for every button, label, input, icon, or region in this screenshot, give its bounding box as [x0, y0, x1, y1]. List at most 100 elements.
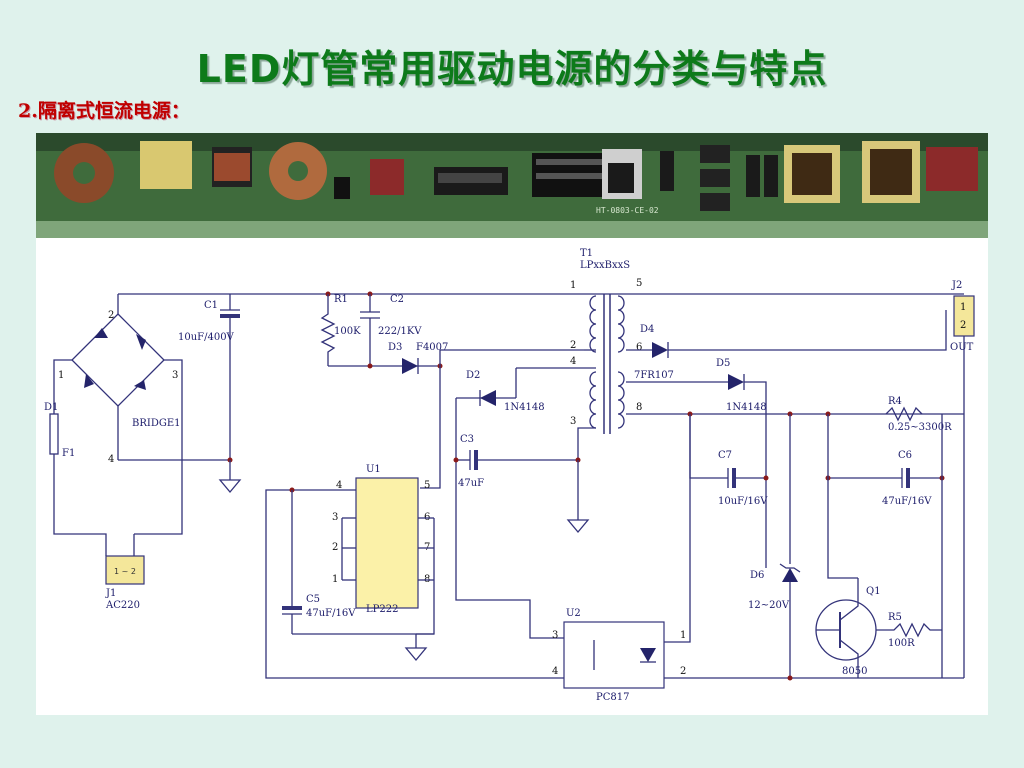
c3-ref: C3 [460, 434, 474, 445]
fuse-ref: D1 [44, 402, 58, 413]
bridge-label: BRIDGE1 [132, 418, 181, 429]
t1-pin-4: 4 [570, 356, 576, 367]
pcb-photo-drawing: HT-0803-CE-02 [36, 133, 988, 238]
capacitor-c1: C1 10uF/400V [178, 294, 240, 460]
output-connector-j2: 1 2 J2 OUT [950, 280, 975, 353]
circuit-schematic-drawing: 2 1 3 4 BRIDGE1 D1 F1 1 ~ 2 J1 AC220 [44, 248, 975, 703]
c2-value: 222/1KV [378, 326, 422, 337]
u2-value: PC817 [596, 692, 629, 703]
diode-d2: D2 1N4148 [456, 370, 545, 413]
u2-pin-2: 2 [680, 666, 686, 677]
resistor-r5: R5 100R [876, 612, 942, 649]
capacitor-c6: C6 47uF/16V [828, 450, 942, 507]
d3-ref: D3 [388, 342, 402, 353]
optocoupler-u2: U2 PC817 3 4 1 2 [552, 608, 686, 703]
fuse: D1 F1 [44, 402, 75, 459]
j2-pin-2: 2 [960, 320, 966, 331]
resistor-r1: R1 100K [320, 291, 361, 366]
capacitor-c2: C2 222/1KV [360, 291, 422, 366]
u1-pin-3: 3 [332, 512, 338, 523]
film-capacitor-1 [370, 159, 404, 195]
bridge-rectifier: 2 1 3 4 BRIDGE1 [58, 294, 181, 465]
u2-pin-4: 4 [552, 666, 558, 677]
t1-pin-5: 5 [636, 278, 642, 289]
bridge-pin-1: 1 [58, 370, 64, 381]
j2-value: OUT [950, 342, 974, 353]
d5-ref: D5 [716, 358, 730, 369]
c7-ref: C7 [718, 450, 732, 461]
c6-ref: C6 [898, 450, 912, 461]
capacitor-c7: C7 10uF/16V [689, 414, 768, 507]
u2-pin-3: 3 [552, 630, 558, 641]
pcb-photo: HT-0803-CE-02 [36, 133, 988, 238]
t1-pin-1: 1 [570, 280, 576, 291]
d2-value: 1N4148 [504, 402, 545, 413]
film-capacitor-2 [926, 147, 978, 191]
c3-value: 47uF [458, 478, 484, 489]
resistor-r4: R4 0.25~3300R [885, 396, 952, 433]
d6-value: 12~20V [748, 600, 790, 611]
c5-value: 47uF/16V [306, 608, 356, 619]
j2-pin-1: 1 [960, 302, 966, 313]
diode-d5: D5 1N4148 [716, 358, 767, 413]
ground-symbol-2 [566, 519, 590, 534]
input-ref: J1 [105, 588, 116, 599]
circuit-schematic: 2 1 3 4 BRIDGE1 D1 F1 1 ~ 2 J1 AC220 [36, 238, 988, 715]
d4-value: 7FR107 [634, 370, 674, 381]
c1-value: 10uF/400V [178, 332, 235, 343]
u1-pin-1: 1 [332, 574, 338, 585]
r1-value: 100K [334, 326, 361, 337]
ground-symbol-3 [404, 647, 428, 662]
ic-u1: U1 LP222 4 3 2 1 5 6 7 8 [332, 464, 430, 615]
bridge-pin-2: 2 [108, 310, 114, 321]
r5-value: 100R [888, 638, 915, 649]
c5-ref: C5 [306, 594, 320, 605]
u2-ref: U2 [566, 608, 581, 619]
transistor-q1: Q1 8050 [815, 578, 881, 678]
diode-d3: D3 F4007 [388, 342, 448, 374]
slide-subtitle: 2.隔离式恒流电源： [18, 100, 190, 122]
t1-pin-3: 3 [570, 416, 576, 427]
slide-title: LED灯管常用驱动电源的分类与特点 [196, 47, 828, 91]
t1-pin-6: 6 [636, 342, 642, 353]
capacitor-c3: C3 47uF [456, 434, 578, 489]
t1-pin-2: 2 [570, 340, 576, 351]
u1-value: LP222 [366, 604, 398, 615]
c6-value: 47uF/16V [882, 496, 932, 507]
t1-ref: T1 [580, 248, 593, 259]
d3-value: F4007 [416, 342, 448, 353]
c2-ref: C2 [390, 294, 404, 305]
d4-ref: D4 [640, 324, 654, 335]
j2-ref: J2 [951, 280, 962, 291]
c7-value: 10uF/16V [718, 496, 768, 507]
t1-value: LPxxBxxS [580, 260, 630, 271]
r5-ref: R5 [888, 612, 902, 623]
r4-ref: R4 [888, 396, 902, 407]
d2-ref: D2 [466, 370, 480, 381]
zener-diode-d6: D6 12~20V [748, 414, 801, 678]
u2-pin-1: 1 [680, 630, 686, 641]
fuse-label: F1 [62, 448, 75, 459]
u1-pin-4: 4 [336, 480, 342, 491]
d6-ref: D6 [750, 570, 764, 581]
d5-value: 1N4148 [726, 402, 767, 413]
r1-ref: R1 [334, 294, 348, 305]
bridge-pin-3: 3 [172, 370, 178, 381]
r4-value: 0.25~3300R [888, 422, 952, 433]
board-marking: HT-0803-CE-02 [596, 206, 659, 215]
u1-ref: U1 [366, 464, 381, 475]
bridge-pin-4: 4 [108, 454, 114, 465]
transformer-t1: T1 LPxxBxxS 1 2 4 3 5 6 8 [570, 248, 642, 434]
input-value: AC220 [105, 600, 140, 611]
u1-pin-2: 2 [332, 542, 338, 553]
x-capacitor [140, 141, 192, 189]
t1-pin-8: 8 [636, 402, 642, 413]
ground-symbol-1 [218, 479, 242, 494]
svg-text:1 ~ 2: 1 ~ 2 [114, 567, 136, 576]
q1-ref: Q1 [866, 586, 881, 597]
u1-pin-5: 5 [424, 480, 430, 491]
capacitor-c5: C5 47uF/16V [282, 487, 356, 634]
ac-input-connector: 1 ~ 2 J1 AC220 [105, 555, 145, 611]
c1-ref: C1 [204, 300, 218, 311]
q1-value: 8050 [842, 666, 867, 677]
